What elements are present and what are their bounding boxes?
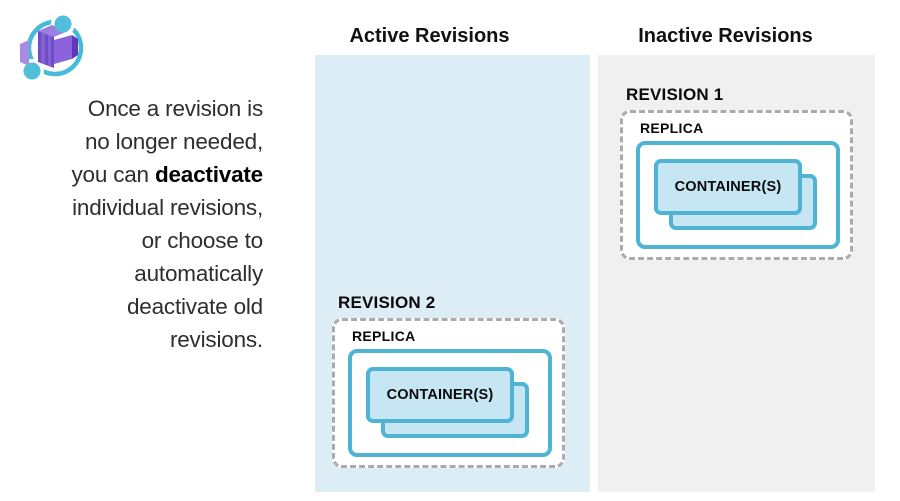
revision-2-replica-box: CONTAINER(S) (348, 349, 552, 457)
revision-2-dashed-box: REPLICA CONTAINER(S) (332, 318, 565, 468)
revision-2-label: REVISION 2 (338, 293, 436, 312)
intro-text: you can (71, 162, 155, 187)
intro-line: revisions. (169, 327, 263, 352)
azure-container-apps-icon (20, 12, 84, 83)
inactive-revisions-title: Inactive Revisions (638, 25, 813, 47)
intro-line: you can deactivate (0, 158, 263, 191)
intro-line: individual revisions, (72, 195, 263, 220)
revision-1-container-card: CONTAINER(S) (654, 159, 802, 215)
revision-2-container-card: CONTAINER(S) (366, 367, 514, 423)
revision-1-replica-label: REPLICA (640, 120, 704, 136)
intro-line: or choose to (141, 228, 264, 253)
active-revisions-title: Active Revisions (349, 25, 510, 47)
revision-1-block: REVISION 1 REPLICA CONTAINER(S) (620, 85, 853, 260)
intro-paragraph: Once a revision is no longer needed, you… (0, 92, 263, 356)
revision-1-dashed-box: REPLICA CONTAINER(S) (620, 110, 853, 260)
revision-2-replica-label: REPLICA (352, 328, 416, 344)
intro-line: deactivate old (126, 294, 263, 319)
intro-line: no longer needed, (84, 129, 263, 154)
intro-line: automatically (134, 261, 263, 286)
intro-line: Once a revision is (87, 96, 263, 121)
intro-bold-deactivate: deactivate (154, 162, 263, 187)
revision-1-replica-box: CONTAINER(S) (636, 141, 840, 249)
revision-1-label: REVISION 1 (626, 85, 724, 104)
revision-2-block: REVISION 2 REPLICA CONTAINER(S) (332, 293, 565, 468)
